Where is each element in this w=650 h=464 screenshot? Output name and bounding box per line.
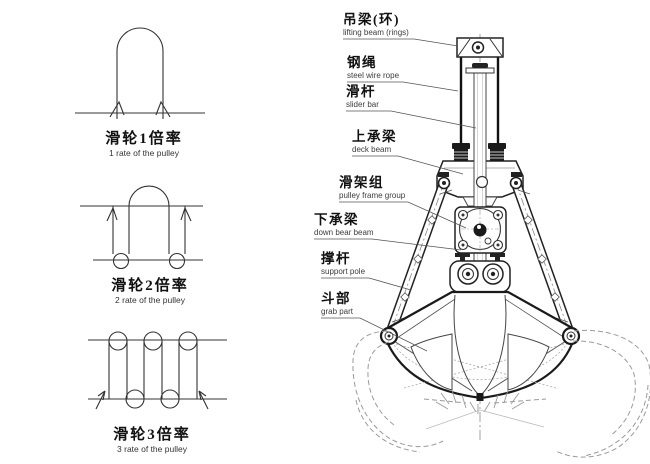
label-grab-part: 斗部 grab part bbox=[321, 291, 353, 317]
label-lifting-beam-en: lifting beam (rings) bbox=[343, 28, 409, 37]
rope-arrow bbox=[155, 100, 171, 118]
caption-pulley-2-rate: 滑轮2倍率 2 rate of the pulley bbox=[111, 278, 189, 306]
caption-pulley-2-rate-en: 2 rate of the pulley bbox=[115, 295, 185, 305]
leader-deck-beam bbox=[352, 155, 464, 175]
caption-pulley-3-rate: 滑轮3倍率 3 rate of the pulley bbox=[113, 427, 191, 455]
grab-part-drawing bbox=[379, 290, 581, 401]
pulley-wheel bbox=[143, 331, 163, 351]
label-grab-part-zh: 斗部 bbox=[321, 291, 351, 306]
label-lifting-beam: 吊梁(环) lifting beam (rings) bbox=[343, 12, 409, 38]
pulley-wheel bbox=[178, 331, 198, 351]
caption-pulley-1-rate-en: 1 rate of the pulley bbox=[109, 148, 179, 158]
leader-lifting-beam bbox=[343, 38, 459, 47]
leader-support-pole bbox=[321, 277, 412, 291]
label-deck-beam-zh: 上承梁 bbox=[352, 129, 397, 144]
label-support-pole: 撑杆 support pole bbox=[321, 251, 365, 277]
label-slider-bar: 滑杆 slider bar bbox=[346, 84, 379, 110]
pulley-wheel bbox=[112, 252, 130, 270]
caption-pulley-3-rate-en: 3 rate of the pulley bbox=[117, 444, 187, 454]
label-deck-beam: 上承梁 deck beam bbox=[352, 129, 397, 155]
label-deck-beam-en: deck beam bbox=[352, 145, 392, 154]
label-lifting-beam-zh: 吊梁(环) bbox=[343, 12, 400, 27]
rope-arrow bbox=[198, 390, 209, 410]
label-pulley-frame-group-en: pulley frame group bbox=[339, 191, 406, 200]
pulley-diagram-2-rate bbox=[80, 185, 203, 270]
label-slider-bar-zh: 滑杆 bbox=[346, 84, 376, 99]
deck-beam-hole bbox=[475, 175, 489, 189]
leader-slider-bar bbox=[346, 110, 477, 129]
label-support-pole-zh: 撑杆 bbox=[321, 251, 351, 266]
bucket-tip bbox=[476, 393, 484, 401]
label-steel-wire-rope-zh: 钢绳 bbox=[347, 55, 377, 70]
label-grab-part-en: grab part bbox=[321, 307, 354, 316]
deck-beam-pins bbox=[437, 172, 523, 190]
pulley-wheel bbox=[108, 331, 128, 351]
label-steel-wire-rope-en: steel wire rope bbox=[347, 71, 400, 80]
label-slider-bar-en: slider bar bbox=[346, 100, 379, 109]
label-down-bear-beam-zh: 下承梁 bbox=[314, 212, 359, 227]
leader-grab-part bbox=[321, 317, 428, 352]
caption-pulley-1-rate: 滑轮1倍率 1 rate of the pulley bbox=[105, 131, 183, 159]
label-down-bear-beam: 下承梁 down bear beam bbox=[314, 212, 374, 238]
leader-steel-wire-rope bbox=[347, 81, 459, 92]
grab-teeth-marks bbox=[425, 389, 545, 430]
label-leader-lines bbox=[314, 38, 477, 352]
lifting-beam-drawing bbox=[456, 37, 504, 58]
caption-pulley-3-rate-zh: 滑轮3倍率 bbox=[113, 427, 191, 443]
rope-spools bbox=[452, 143, 506, 161]
pulley-frame-group-drawing bbox=[454, 206, 507, 254]
label-steel-wire-rope: 钢绳 steel wire rope bbox=[347, 55, 399, 81]
steel-wire-ropes bbox=[459, 56, 500, 147]
label-pulley-frame-group-zh: 滑架组 bbox=[339, 175, 384, 190]
caption-pulley-1-rate-zh: 滑轮1倍率 bbox=[105, 131, 183, 147]
rope-arrow bbox=[180, 206, 192, 222]
label-pulley-frame-group: 滑架组 pulley frame group bbox=[339, 175, 405, 201]
pulley-diagram-3-rate bbox=[88, 331, 227, 410]
rope-arrow bbox=[106, 206, 118, 222]
grab-open-position-phantom bbox=[352, 329, 650, 458]
rope-arrow bbox=[109, 100, 125, 118]
leader-pulley-frame-group bbox=[339, 201, 467, 229]
rope-arrow bbox=[95, 390, 106, 410]
caption-pulley-2-rate-zh: 滑轮2倍率 bbox=[111, 278, 189, 294]
support-pole-left bbox=[383, 177, 453, 343]
label-support-pole-en: support pole bbox=[321, 267, 366, 276]
down-bear-beam-drawing bbox=[449, 253, 511, 312]
leader-down-bear-beam bbox=[314, 238, 462, 251]
pulley-diagram-1-rate bbox=[75, 27, 205, 119]
support-pole-right bbox=[510, 177, 577, 343]
pulley-wheel bbox=[168, 252, 186, 270]
label-down-bear-beam-en: down bear beam bbox=[314, 228, 374, 237]
